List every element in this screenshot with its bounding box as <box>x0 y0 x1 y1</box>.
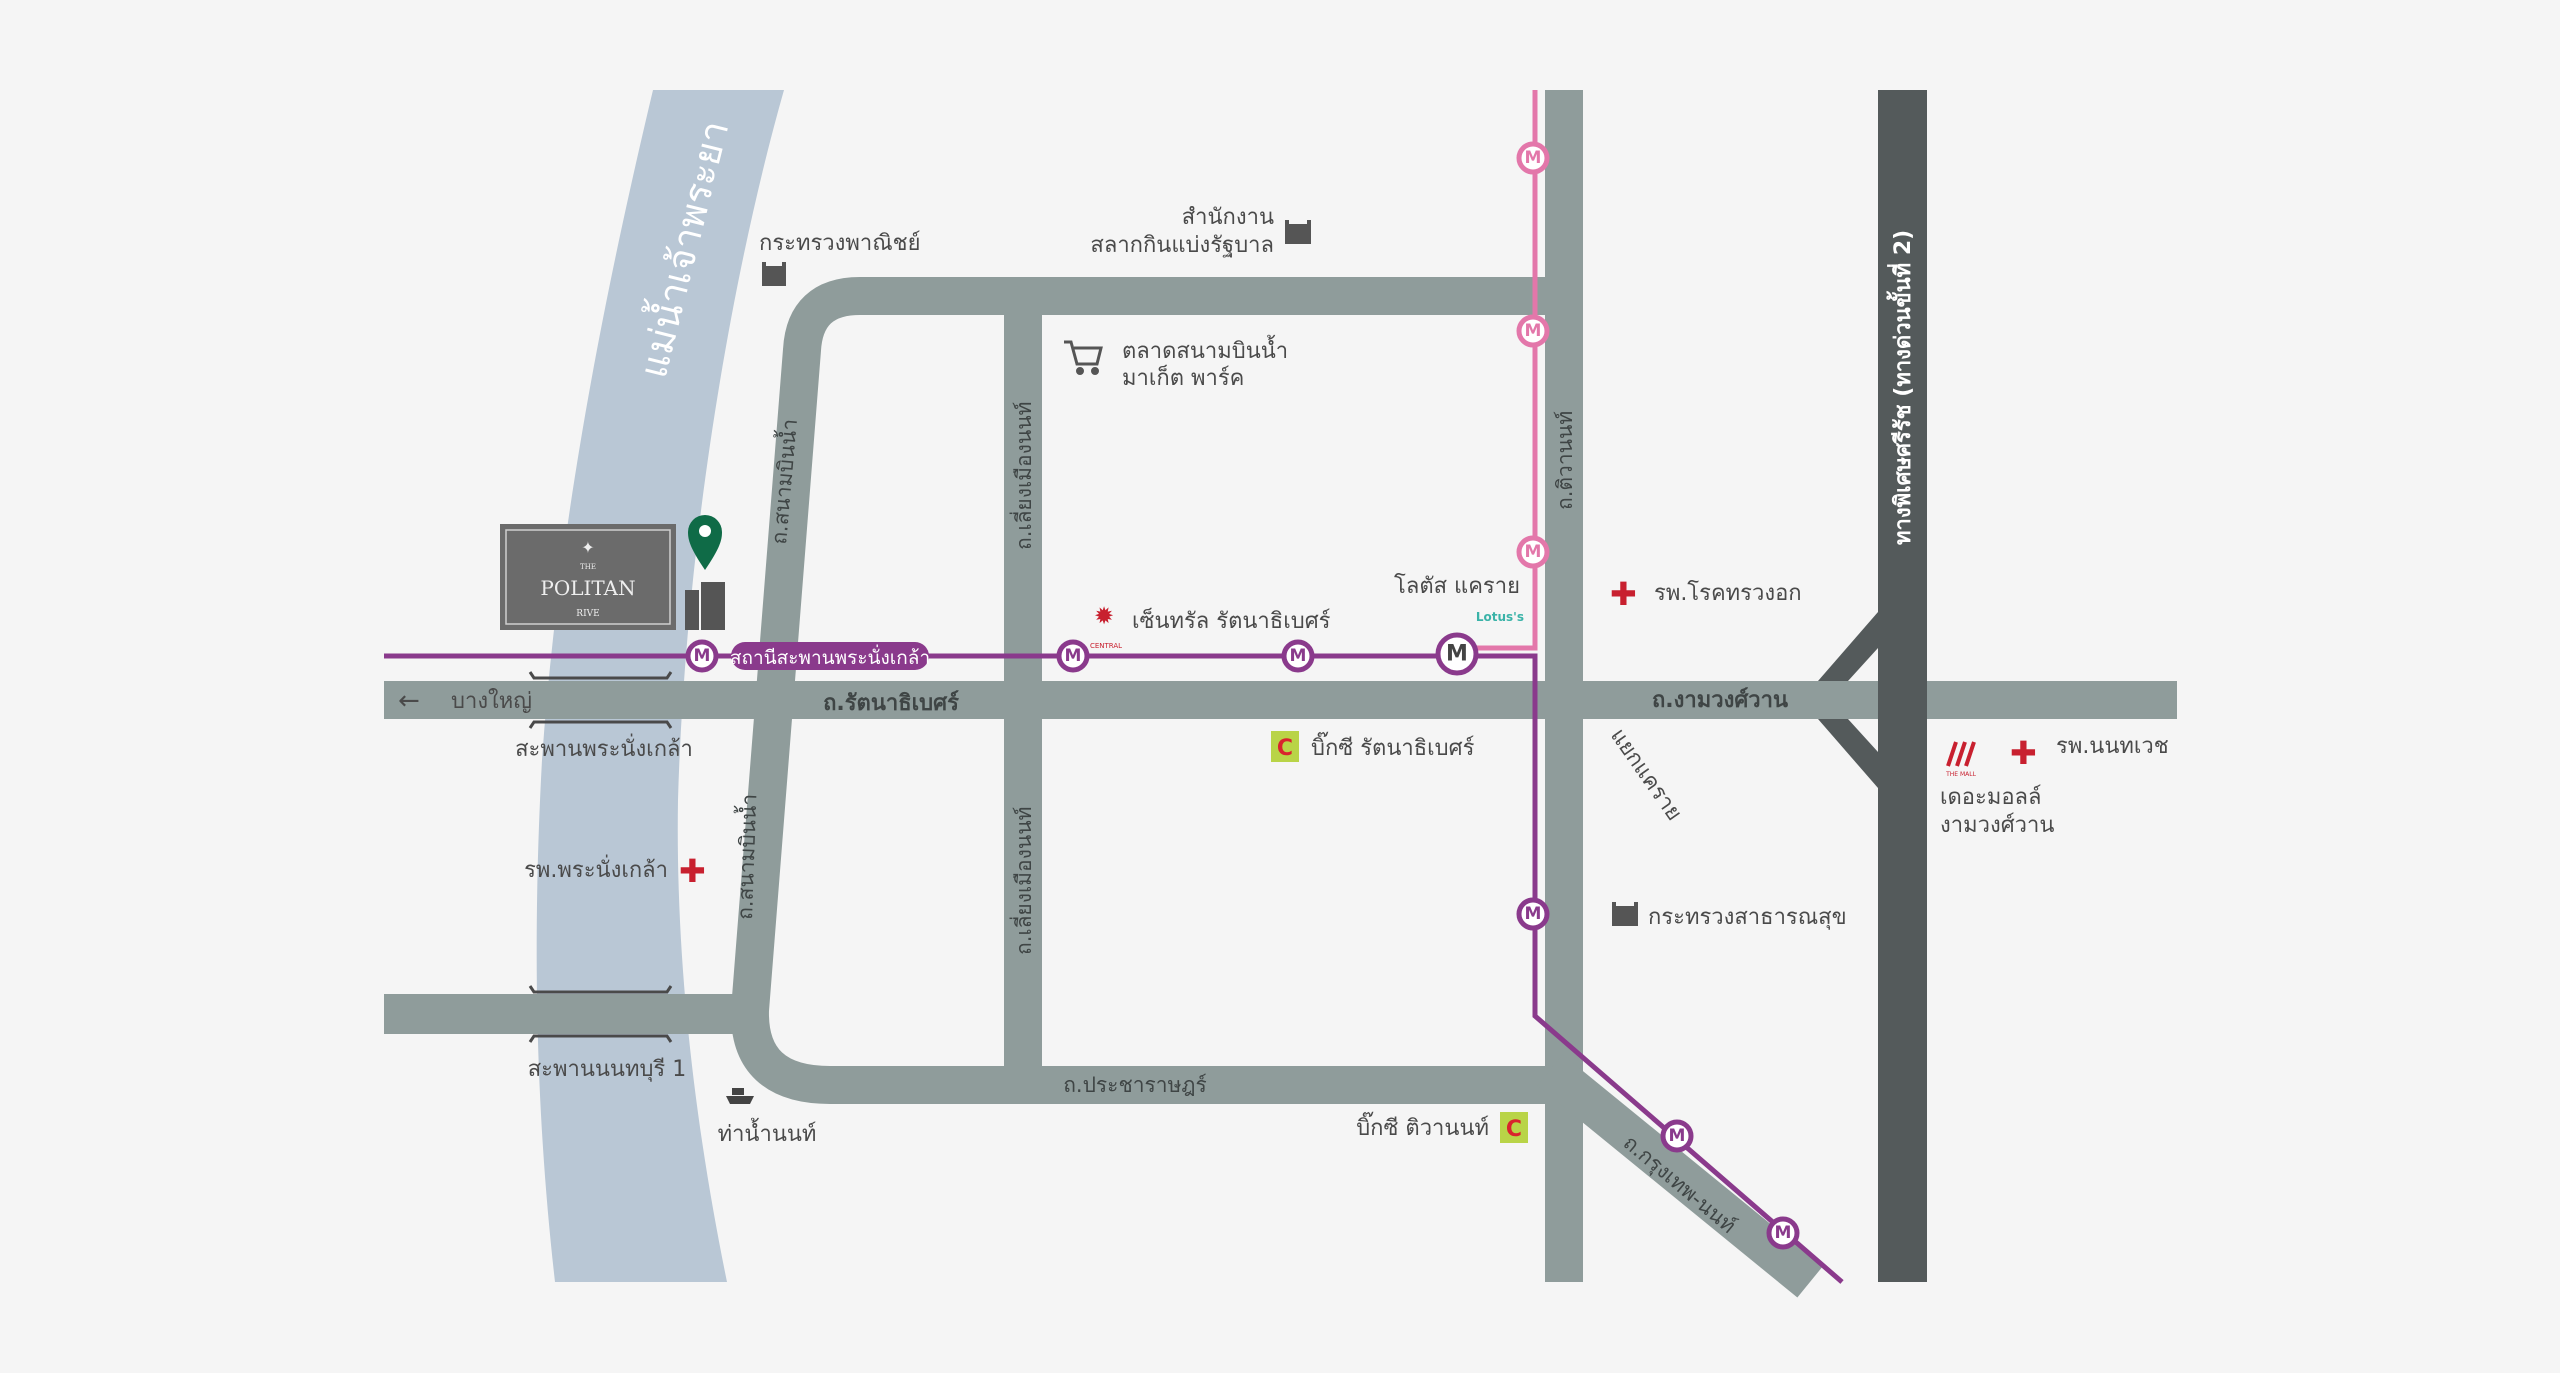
the-mall-logo <box>1946 741 1976 767</box>
stations: M M M M M M M M M M <box>685 141 1800 1250</box>
road-label-liang-mueang-top: ถ.เลี่ยงเมืองนนท์ <box>1009 402 1036 550</box>
place-chest-hospital: รพ.โรคทรวงอก <box>1654 580 1802 606</box>
station-marker-label: M <box>1525 542 1542 562</box>
metro-station-icon[interactable]: M <box>1516 141 1550 175</box>
road-label-rattanathibet: ถ.รัตนาธิเบศร์ <box>823 690 959 716</box>
government-building-icon <box>1285 220 1311 244</box>
place-the-mall-2: งามวงศ์วาน <box>1940 813 2054 838</box>
metro-station-icon[interactable]: M <box>1516 897 1550 931</box>
purple-line <box>384 653 1844 1284</box>
lotus-logo: Lotus's <box>1476 610 1524 624</box>
metro-station-icon[interactable]: M <box>1435 632 1479 676</box>
central-logo-icon: ✹ <box>1094 602 1114 630</box>
metro-station-icon[interactable]: M <box>1516 535 1550 569</box>
station-marker-label: M <box>1290 646 1307 666</box>
road-label-tiwanon: ถ.ติวานนท์ <box>1553 411 1577 510</box>
road-krungthep-non <box>1537 1054 1823 1298</box>
station-marker-label: M <box>1525 321 1542 341</box>
arrow-left-icon: ← <box>398 686 420 716</box>
bigc-logo-icon: C <box>1500 1112 1528 1143</box>
place-pier: ท่าน้ำนนท์ <box>718 1118 817 1147</box>
metro-station-icon[interactable]: M <box>1766 1216 1800 1250</box>
bridge-label-phra-nang-klao: สะพานพระนั่งเกล้า <box>515 733 693 762</box>
station-marker-label: M <box>694 646 711 666</box>
station-marker-label: M <box>1669 1126 1686 1146</box>
logo-text-bottom: RIVE <box>576 609 599 619</box>
place-bigc-tiwanon: บิ๊กซี ติวานนท์ <box>1356 1111 1489 1141</box>
road-label-expressway: ทางพิเศษศรีรัช (ทางด่วนขั้นที่ 2) <box>1886 230 1916 545</box>
metro-station-icon[interactable]: M <box>1516 314 1550 348</box>
station-marker-label: M <box>1775 1223 1792 1243</box>
place-public-health: กระทรวงสาธารณสุข <box>1648 905 1847 930</box>
logo-diamond-icon: ✦ <box>581 538 594 557</box>
road-label-ngamwongwan: ถ.งามวงศ์วาน <box>1652 687 1788 713</box>
expressway <box>1818 90 1927 1282</box>
ferry-icon <box>726 1088 754 1104</box>
hospital-cross-icon: ✚ <box>679 852 706 890</box>
government-building-icon <box>762 262 786 286</box>
road-label-pracharat: ถ.ประชาราษฎร์ <box>1063 1073 1207 1097</box>
bridge-label-nonthaburi-1: สะพานนนทบุรี 1 <box>528 1057 687 1082</box>
logo-text-main: POLITAN <box>540 576 635 600</box>
station-marker-label: M <box>1525 148 1542 168</box>
station-pill[interactable] <box>731 642 929 670</box>
station-label: สถานีสะพานพระนั่งเกล้า <box>730 644 930 669</box>
metro-station-icon[interactable]: M <box>685 639 719 673</box>
place-market-1: ตลาดสนามบินน้ำ <box>1122 335 1288 364</box>
place-bigc-rattanathibet: บิ๊กซี รัตนาธิเบศร์ <box>1311 731 1475 761</box>
place-lotus: โลตัส แคราย <box>1394 573 1520 599</box>
building-icon <box>685 582 725 630</box>
svg-text:C: C <box>1506 1117 1522 1142</box>
place-commerce-ministry: กระทรวงพาณิชย์ <box>759 231 920 256</box>
station-marker-label: M <box>1525 904 1542 924</box>
shopping-cart-icon <box>1064 340 1103 375</box>
svg-text:C: C <box>1277 736 1293 761</box>
place-nonthavej: รพ.นนทเวช <box>2056 734 2169 759</box>
central-logo-text: CENTRAL <box>1090 642 1122 650</box>
place-phra-nang-klao-hospital: รพ.พระนั่งเกล้า <box>524 854 668 883</box>
place-market-2: มาเก็ต พาร์ค <box>1122 363 1244 391</box>
place-the-mall-1: เดอะมอลล์ <box>1940 785 2042 810</box>
hospital-cross-icon: ✚ <box>2010 734 2037 772</box>
bridge-marks <box>528 671 673 1043</box>
station-marker-label: M <box>1065 646 1082 666</box>
metro-station-icon[interactable]: M <box>1660 1119 1694 1153</box>
road-label-bang-yai: บางใหญ่ <box>451 688 532 714</box>
location-pin-icon <box>688 515 722 570</box>
government-building-icon <box>1612 902 1638 926</box>
place-lottery-office-2: สลากกินแบ่งรัฐบาล <box>1090 233 1274 258</box>
metro-station-icon[interactable]: M <box>1281 639 1315 673</box>
the-mall-logo-text: THE MALL <box>1945 771 1976 778</box>
place-lottery-office-1: สำนักงาน <box>1182 205 1274 230</box>
logo-text-top: THE <box>580 563 596 571</box>
bigc-logo-icon: C <box>1271 731 1299 762</box>
station-marker-label: M <box>1446 642 1468 667</box>
metro-station-icon[interactable]: M <box>1056 639 1090 673</box>
place-central: เซ็นทรัล รัตนาธิเบศร์ <box>1132 606 1331 634</box>
pink-line <box>1458 90 1538 651</box>
project-logo: ✦ THE POLITAN RIVE <box>500 524 676 630</box>
road-label-liang-mueang-bottom: ถ.เลี่ยงเมืองนนท์ <box>1009 807 1036 955</box>
hospital-cross-icon: ✚ <box>1610 575 1637 613</box>
